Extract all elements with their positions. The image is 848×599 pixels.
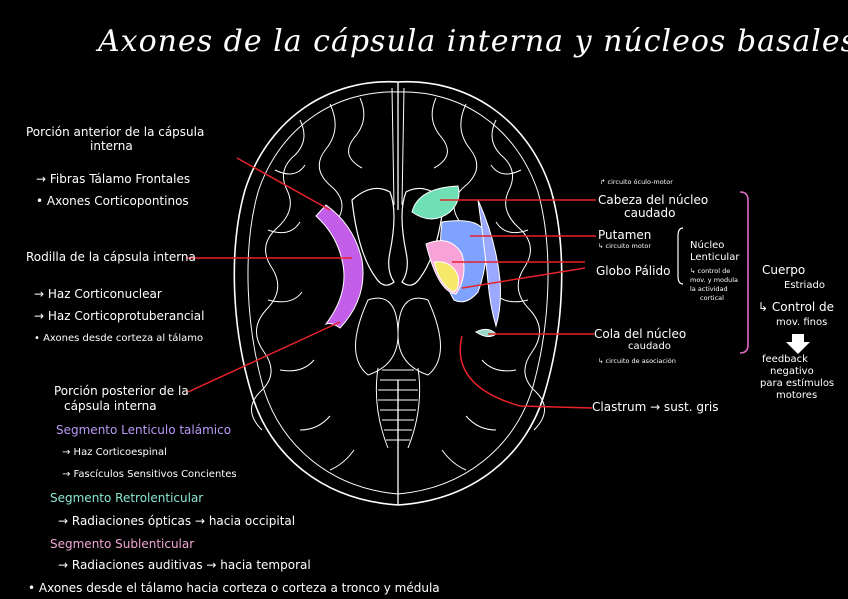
nucleo-lenticular-bracket (677, 227, 684, 285)
segment-sublenticular: Segmento Sublenticular (50, 537, 195, 551)
nucleo-desc: mov. y modula (690, 276, 739, 284)
cerebellum (375, 367, 421, 449)
rodilla-item: → Haz Corticonuclear (34, 287, 162, 301)
cuerpo-estriado-line1: Cuerpo (762, 263, 806, 277)
nucleo-lenticular-line2: Lenticular (690, 252, 740, 263)
nucleo-desc: ↳ control de (690, 267, 731, 275)
thalamus (355, 297, 441, 376)
cabeza-label-line1: Cabeza del núcleo (598, 193, 709, 207)
cuerpo-estriado-bracket (739, 191, 749, 354)
cabeza-label-line2: caudado (624, 206, 676, 220)
control-line1: ↳ Control de (758, 300, 835, 314)
circuito-oculomotor: ↱ circuito óculo-motor (600, 178, 673, 186)
claustrum-strip (477, 199, 501, 328)
anterior-item: • Axones Corticopontinos (36, 194, 189, 208)
nucleo-desc: la actividad (690, 285, 728, 293)
caudate-tail (475, 328, 497, 338)
anterior-title-line2: interna (90, 139, 133, 153)
putamen-label: Putamen (598, 228, 652, 242)
feedback-line: feedback (762, 354, 808, 365)
posterior-title-line1: Porción posterior de la (54, 384, 189, 398)
segment-item: → Fascículos Sensitivos Concientes (62, 469, 237, 480)
rodilla-item: • Axones desde corteza al tálamo (34, 333, 204, 344)
globo-palido-label: Globo Pálido (596, 264, 671, 278)
segment-item: → Radiaciones auditivas → hacia temporal (58, 558, 311, 572)
segment-item: → Radiaciones ópticas → hacia occipital (58, 514, 296, 528)
cola-label-line1: Cola del núcleo (594, 327, 687, 341)
anterior-title-line1: Porción anterior de la cápsula (26, 125, 205, 139)
gyri-right (431, 97, 545, 471)
pointer-lines (186, 157, 596, 409)
rodilla-title: Rodilla de la cápsula interna (26, 250, 196, 264)
internal-capsule-left (315, 204, 364, 329)
feedback-line: negativo (770, 366, 814, 377)
feedback-line: motores (776, 390, 818, 401)
bottom-note: • Axones desde el tálamo hacia corteza o… (28, 581, 440, 595)
control-line2: mov. finos (776, 317, 828, 328)
rodilla-item: → Haz Corticoprotuberancial (34, 309, 205, 323)
gyri-left (251, 97, 365, 471)
anterior-item: → Fibras Tálamo Frontales (36, 172, 191, 186)
nucleo-desc: cortical (700, 294, 724, 302)
cuerpo-estriado-line2: Estriado (784, 280, 825, 291)
feedback-line: para estímulos (760, 378, 835, 389)
caudate-head (411, 185, 460, 220)
page-title: Axones de la cápsula interna y núcleos b… (98, 24, 848, 59)
segment-lenticulo-talamico: Segmento Lenticulo talámico (56, 423, 232, 437)
segment-retrolenticular: Segmento Retrolenticular (50, 491, 204, 505)
feedback-arrow (786, 334, 810, 354)
cola-sub: ↳ circuito de asociación (598, 357, 676, 365)
nucleo-lenticular-line1: Núcleo (690, 240, 725, 251)
claustro-label: Clastrum → sust. gris (592, 400, 719, 414)
segment-item: → Haz Corticoespinal (62, 447, 167, 458)
putamen-sub: ↳ circuito motor (598, 242, 652, 250)
lateral-ventricles (351, 187, 445, 286)
cola-label-line2: caudado (628, 341, 671, 352)
globus-pallidus-inner (433, 261, 459, 293)
posterior-title-line2: cápsula interna (64, 399, 157, 413)
